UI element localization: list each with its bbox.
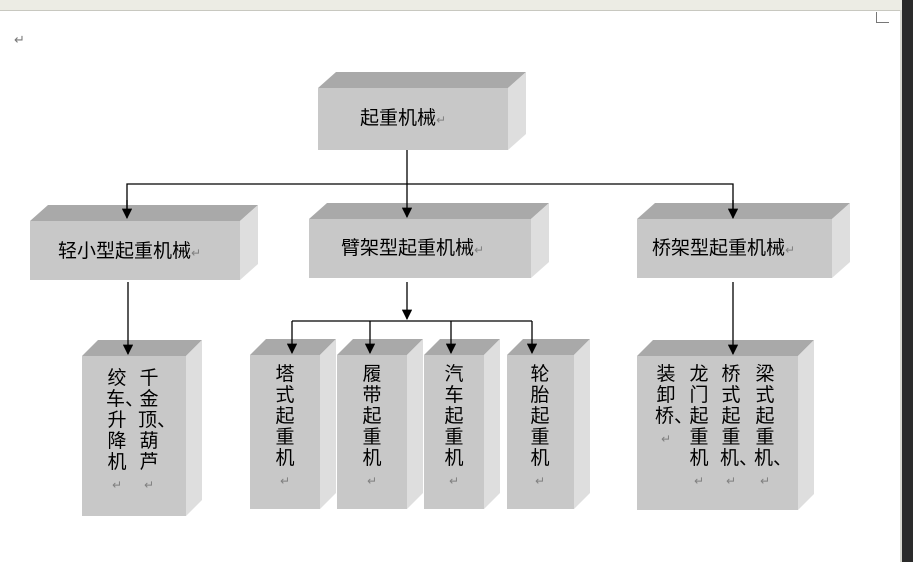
category-box-light [30,205,258,280]
leaf-bridge-col-3: 龙门起重机↵ [689,363,709,489]
leaf-box-tire [507,339,590,509]
category-box-jib [309,203,549,278]
paragraph-mark: ↵ [14,33,25,48]
leaf-box-crawler [337,339,423,509]
page-margin-marker [876,12,889,23]
category-label-bridge: 桥架型起重机械↵ [652,237,796,259]
leaf-tower-label: 塔式起重机↵ [275,363,295,489]
root-label: 起重机械↵ [360,107,447,129]
leaf-light-col-2: 绞车、升降机↵ [106,367,145,493]
leaf-box-truck [424,339,500,509]
document-right-shadow [900,10,902,562]
leaf-bridge-col-2: 桥式起重机、↵ [720,363,759,489]
document-top-border [0,0,913,11]
category-label-jib: 臂架型起重机械↵ [341,237,485,259]
leaf-crawler-label: 履带起重机↵ [362,363,382,489]
leaf-box-tower [250,339,336,509]
category-label-light: 轻小型起重机械↵ [58,240,202,262]
document-right-border [902,0,913,562]
category-box-bridge [637,203,850,278]
leaf-truck-label: 汽车起重机↵ [444,363,464,489]
root-box [318,72,526,150]
leaf-bridge-col-4: 装卸桥、↵ [655,363,694,447]
leaf-box-bridge [637,340,814,510]
leaf-bridge-col-1: 梁式起重机、↵ [754,363,793,489]
connectors [121,150,739,356]
leaf-light-col-1: 千金顶、葫芦↵ [138,367,177,493]
leaf-tire-label: 轮胎起重机↵ [530,363,550,489]
leaf-box-light [82,340,202,516]
